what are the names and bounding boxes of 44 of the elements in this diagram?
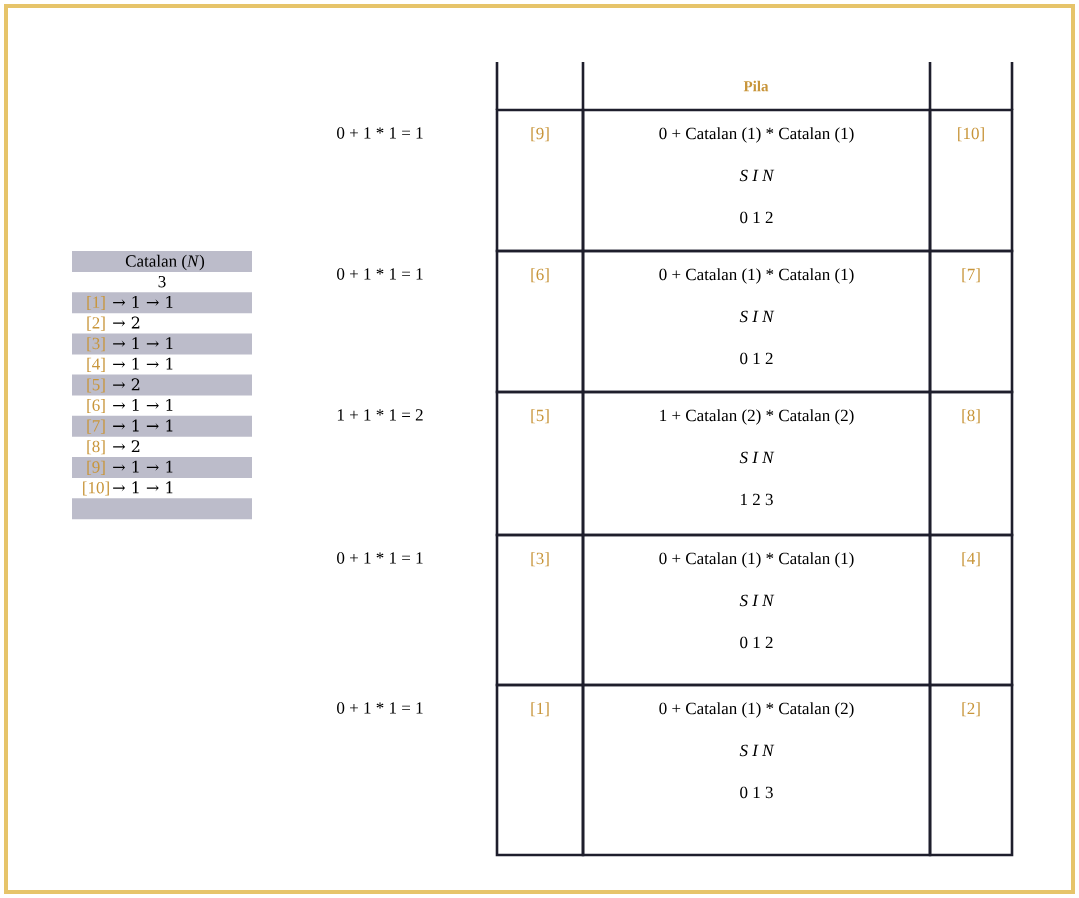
call-number: [1] [495,683,585,857]
equation: 0 + 1 * 1 = 1 [337,127,423,139]
equation: 1 + 1 * 1 = 2 [337,409,423,421]
node-label: [3] [87,337,105,352]
stack-frame: 0 + Catalan (1) * Catalan (1) S I N 0 1 2 [581,249,932,394]
node-label: → 1 → 1 [113,460,173,473]
call-number: [10] [928,108,1014,253]
call-number: [9] [495,108,585,253]
node-label: → 1 → 1 [113,337,173,350]
node-label: → 2 [113,378,140,391]
stack-frame: 1 + Catalan (2) * Catalan (2) S I N 1 2 3 [581,390,932,537]
call-number: [5] [495,390,585,537]
node-label: → 2 [113,440,140,453]
node-label: [9] [87,460,105,475]
node-label: [7] [87,419,105,434]
stack-frame: 0 + Catalan (1) * Catalan (2) S I N 0 1 3 [581,683,932,857]
node-label: → 1 → 1 [113,357,173,370]
call-number: [7] [928,249,1014,394]
node-label: [6] [87,399,105,414]
call-number: [8] [928,390,1014,537]
equation: 0 + 1 * 1 = 1 [337,552,423,564]
stack-frame: 0 + Catalan (1) * Catalan (1) S I N 0 1 2 [581,533,932,687]
node-label: 3 [158,275,166,288]
node-label: [8] [87,440,105,455]
node-label: [1] [87,296,105,311]
call-number: [3] [495,533,585,687]
node-label: [5] [87,378,105,393]
node-label: [4] [87,357,105,372]
node-label: → 2 [113,316,140,329]
equation: 0 + 1 * 1 = 1 [337,268,423,280]
stack-frame: 0 + Catalan (1) * Catalan (1) S I N 0 1 2 [581,108,932,253]
node-label: → 1 → 1 [113,398,173,411]
call-number: [6] [495,249,585,394]
node-label: → 1 → 1 [113,481,173,494]
node-label: Catalan (N) [125,254,205,271]
call-number: [4] [928,533,1014,687]
equation: 0 + 1 * 1 = 1 [337,702,423,714]
node-label: [10] [83,481,109,496]
node-label: → 1 → 1 [113,419,173,432]
call-number: [2] [928,683,1014,857]
node-label: [2] [87,316,105,331]
value-table: Catalan (N) 3 [1] → 1 → 1 [2] → 2 [3] → 1 → 1 [4] → 1 → 1 [5] → 2 [6] → 1 → 1 [7] → 1 → 1 [8] → 2 [9] → 1 → 1 [10] → 1 → 1 [72,251,252,520]
node-label: → 1 → 1 [113,295,173,308]
column-header: Pila [743,80,769,92]
